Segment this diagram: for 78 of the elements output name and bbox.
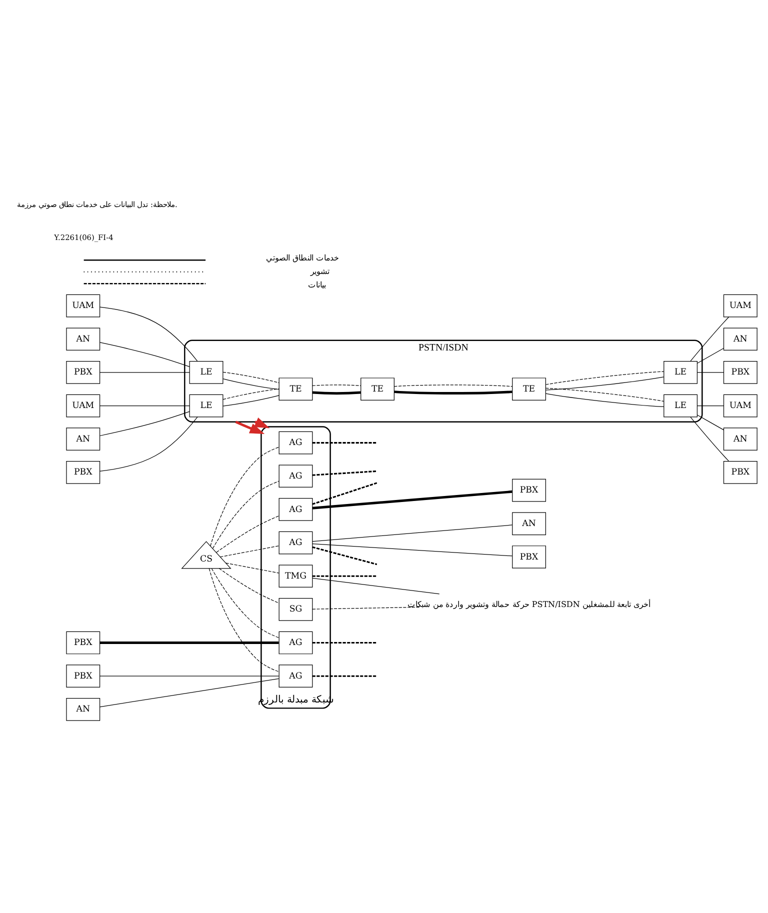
- node-box: AN: [66, 327, 100, 350]
- node-box: AG: [278, 664, 313, 688]
- connector: [210, 446, 280, 546]
- node-box: PBX: [66, 460, 100, 484]
- connector: [208, 568, 280, 672]
- connector: [216, 515, 280, 552]
- connector: [211, 568, 280, 638]
- connector: [226, 562, 280, 573]
- node-box: LE: [189, 394, 224, 417]
- connector: [212, 480, 280, 548]
- node-box: UAM: [66, 294, 100, 317]
- node-box: LE: [664, 394, 698, 417]
- node-box: PBX: [512, 545, 546, 568]
- node-box: AG: [278, 430, 313, 454]
- connector: [100, 404, 190, 406]
- connector: [312, 390, 361, 394]
- connector: [697, 347, 724, 364]
- node-box: AN: [723, 427, 758, 450]
- connector: [545, 387, 664, 402]
- node-box: TE: [278, 377, 313, 400]
- node-box: PBX: [66, 664, 100, 688]
- connector: [312, 442, 377, 444]
- node-box: AG: [278, 498, 313, 520]
- node-box: AG: [278, 630, 313, 654]
- node-box: TMG: [278, 564, 313, 588]
- node-box: TE: [360, 377, 394, 400]
- connector: [312, 490, 512, 509]
- node-box: AG: [278, 464, 313, 488]
- connector: [100, 641, 279, 644]
- connector: [312, 606, 421, 609]
- node-box: LE: [664, 360, 698, 384]
- connector: [312, 642, 377, 644]
- connector: [312, 542, 513, 556]
- connector: [312, 384, 362, 386]
- connector: [690, 316, 730, 361]
- connector: [697, 404, 724, 406]
- connector: [394, 384, 513, 386]
- connector: [312, 574, 377, 576]
- connector: [312, 470, 377, 476]
- connector: [222, 388, 280, 400]
- connector: [100, 306, 198, 362]
- connector: [222, 378, 280, 390]
- connector: [312, 524, 513, 542]
- connector: [312, 482, 378, 504]
- node-box: AN: [66, 698, 100, 720]
- node-box: PBX: [723, 360, 758, 384]
- connector: [100, 410, 190, 436]
- node-box: UAM: [723, 394, 758, 417]
- connector: [100, 678, 280, 707]
- node-box: UAM: [723, 294, 758, 317]
- node-box: AN: [723, 327, 758, 350]
- node-box: AN: [512, 512, 546, 535]
- connector: [545, 392, 664, 406]
- node-box: UAM: [66, 394, 100, 417]
- connector: [100, 342, 190, 366]
- connector: [218, 568, 280, 603]
- connector: [222, 371, 280, 383]
- node-box: LE: [189, 360, 224, 384]
- node-box: PBX: [66, 360, 100, 384]
- node-box: AG: [278, 530, 313, 554]
- node-box: PBX: [512, 478, 546, 502]
- node-box: PBX: [723, 460, 758, 484]
- connector: [545, 370, 664, 384]
- node-box: SG: [278, 598, 313, 620]
- connector: [394, 390, 512, 394]
- connector: [545, 376, 664, 390]
- connector: [312, 546, 378, 565]
- connector: [100, 675, 280, 676]
- connector: [220, 545, 280, 557]
- connector: [312, 577, 440, 594]
- connector: [100, 416, 198, 471]
- connector: [222, 394, 280, 406]
- node-box: PBX: [66, 630, 100, 654]
- node-box: AN: [66, 427, 100, 450]
- connector: [697, 414, 724, 430]
- node-box: TE: [512, 377, 546, 400]
- connector: [312, 674, 377, 676]
- connector: [690, 416, 730, 462]
